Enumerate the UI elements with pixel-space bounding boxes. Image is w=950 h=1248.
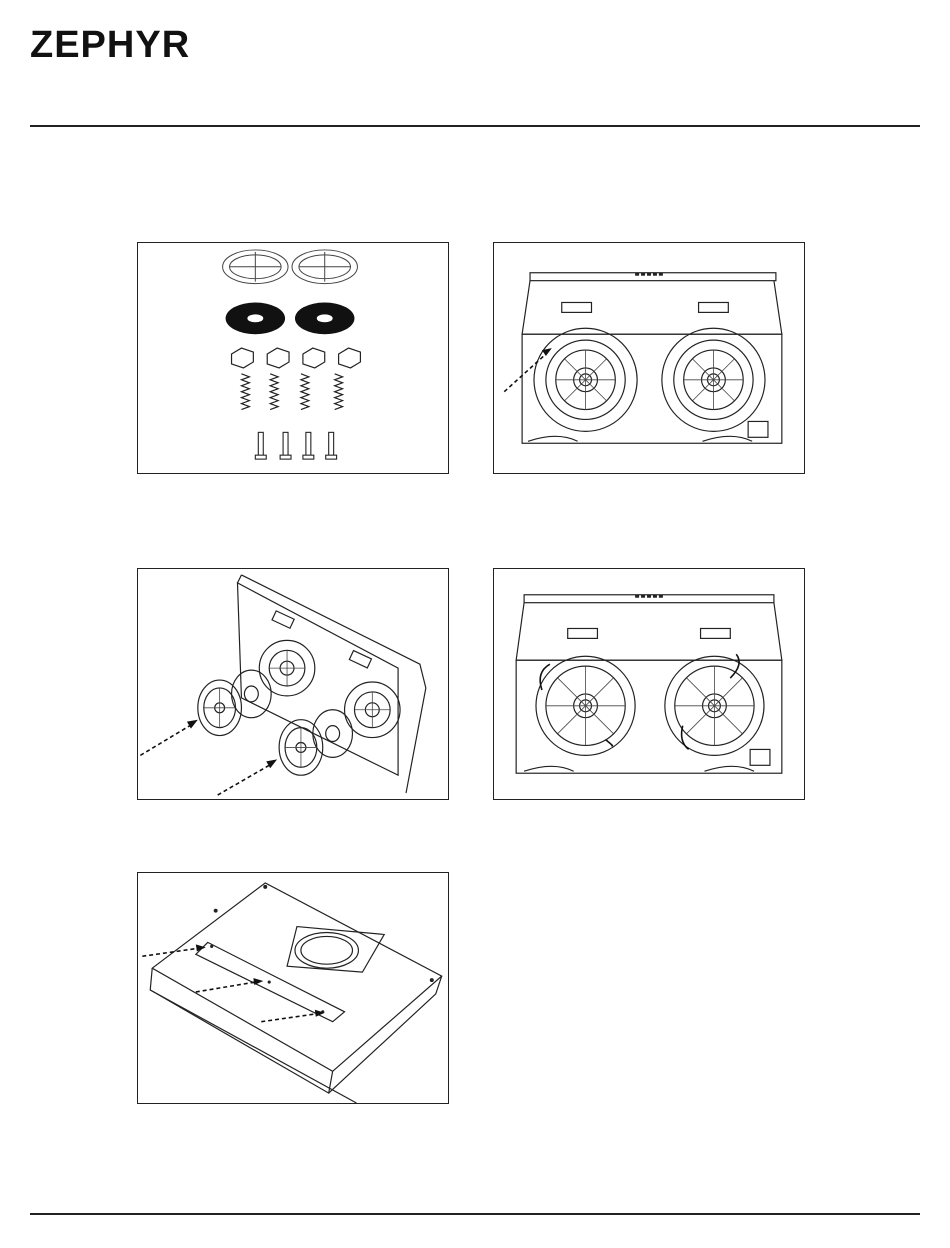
figure-hood-underside <box>493 242 805 474</box>
footer-divider <box>30 1213 920 1215</box>
brand-logo: ZEPHYR <box>30 26 190 64</box>
figure-hood-top <box>137 872 449 1104</box>
install-filters-illustration <box>138 569 448 799</box>
hood-top-illustration <box>138 873 448 1103</box>
kit-parts-illustration <box>138 243 448 473</box>
figure-filters-installed <box>493 568 805 800</box>
filters-installed-illustration <box>494 569 804 799</box>
header-divider <box>30 125 920 127</box>
hood-underside-illustration <box>494 243 804 473</box>
figure-kit-parts <box>137 242 449 474</box>
figure-install-filters <box>137 568 449 800</box>
